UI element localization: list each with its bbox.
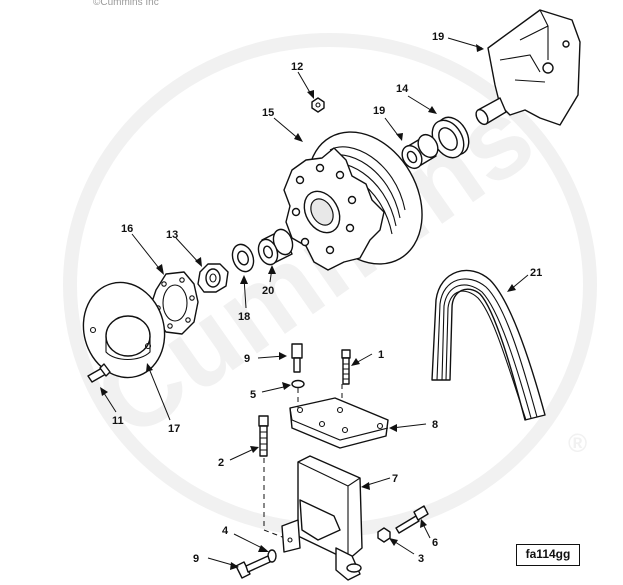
copyright-notice: ©Cummins Inc bbox=[93, 0, 159, 8]
part-seal-14 bbox=[431, 116, 470, 159]
part-washer-5 bbox=[291, 379, 305, 389]
callout-labels: 19 14 19 12 15 13 16 20 18 21 1 9 5 8 11… bbox=[112, 31, 542, 565]
callout-18: 18 bbox=[238, 311, 250, 323]
callout-19-bracket: 19 bbox=[432, 31, 444, 43]
part-bolt-9-upper bbox=[291, 343, 303, 373]
part-pulley-15 bbox=[283, 131, 423, 271]
part-screw-11 bbox=[87, 363, 111, 383]
callout-13: 13 bbox=[166, 229, 178, 241]
registered-mark: ® bbox=[568, 428, 587, 458]
callout-17: 17 bbox=[168, 423, 180, 435]
callout-7: 7 bbox=[392, 473, 398, 485]
callout-14: 14 bbox=[396, 83, 409, 95]
callout-19-bearing: 19 bbox=[373, 105, 385, 117]
part-bracket-7 bbox=[281, 455, 363, 581]
part-nut-3 bbox=[377, 527, 391, 543]
callout-6: 6 bbox=[432, 537, 438, 549]
part-bearing-20 bbox=[257, 228, 294, 266]
callout-1: 1 bbox=[378, 349, 384, 361]
callout-11: 11 bbox=[112, 415, 124, 427]
callout-3: 3 bbox=[418, 553, 424, 565]
part-cover-17 bbox=[82, 281, 166, 379]
callout-16: 16 bbox=[121, 223, 133, 235]
callout-4: 4 bbox=[222, 525, 229, 537]
part-bearing-19 bbox=[401, 133, 439, 170]
part-nut-12 bbox=[311, 97, 325, 113]
part-bolt-6 bbox=[395, 505, 429, 534]
part-plate-8 bbox=[289, 397, 389, 449]
callout-9-lower: 9 bbox=[193, 553, 199, 565]
callout-leaders bbox=[100, 37, 529, 570]
callout-8: 8 bbox=[432, 419, 438, 431]
part-washer-18 bbox=[231, 243, 255, 273]
callout-20: 20 bbox=[262, 285, 274, 297]
callout-21: 21 bbox=[530, 267, 542, 279]
part-belt-21 bbox=[431, 269, 546, 421]
callout-12: 12 bbox=[291, 61, 303, 73]
figure-code: fa114gg bbox=[516, 544, 580, 566]
callout-5: 5 bbox=[250, 389, 256, 401]
callout-15: 15 bbox=[262, 107, 274, 119]
part-bracket-19 bbox=[475, 9, 581, 126]
part-bolt-9-lower bbox=[235, 555, 271, 579]
part-nut-13 bbox=[197, 263, 229, 293]
part-bolt-2 bbox=[258, 415, 269, 457]
callout-2: 2 bbox=[218, 457, 224, 469]
alignment-lines bbox=[263, 384, 361, 541]
callout-9-upper: 9 bbox=[244, 353, 250, 365]
part-bolt-1 bbox=[341, 349, 351, 385]
part-gasket-16 bbox=[151, 271, 199, 335]
